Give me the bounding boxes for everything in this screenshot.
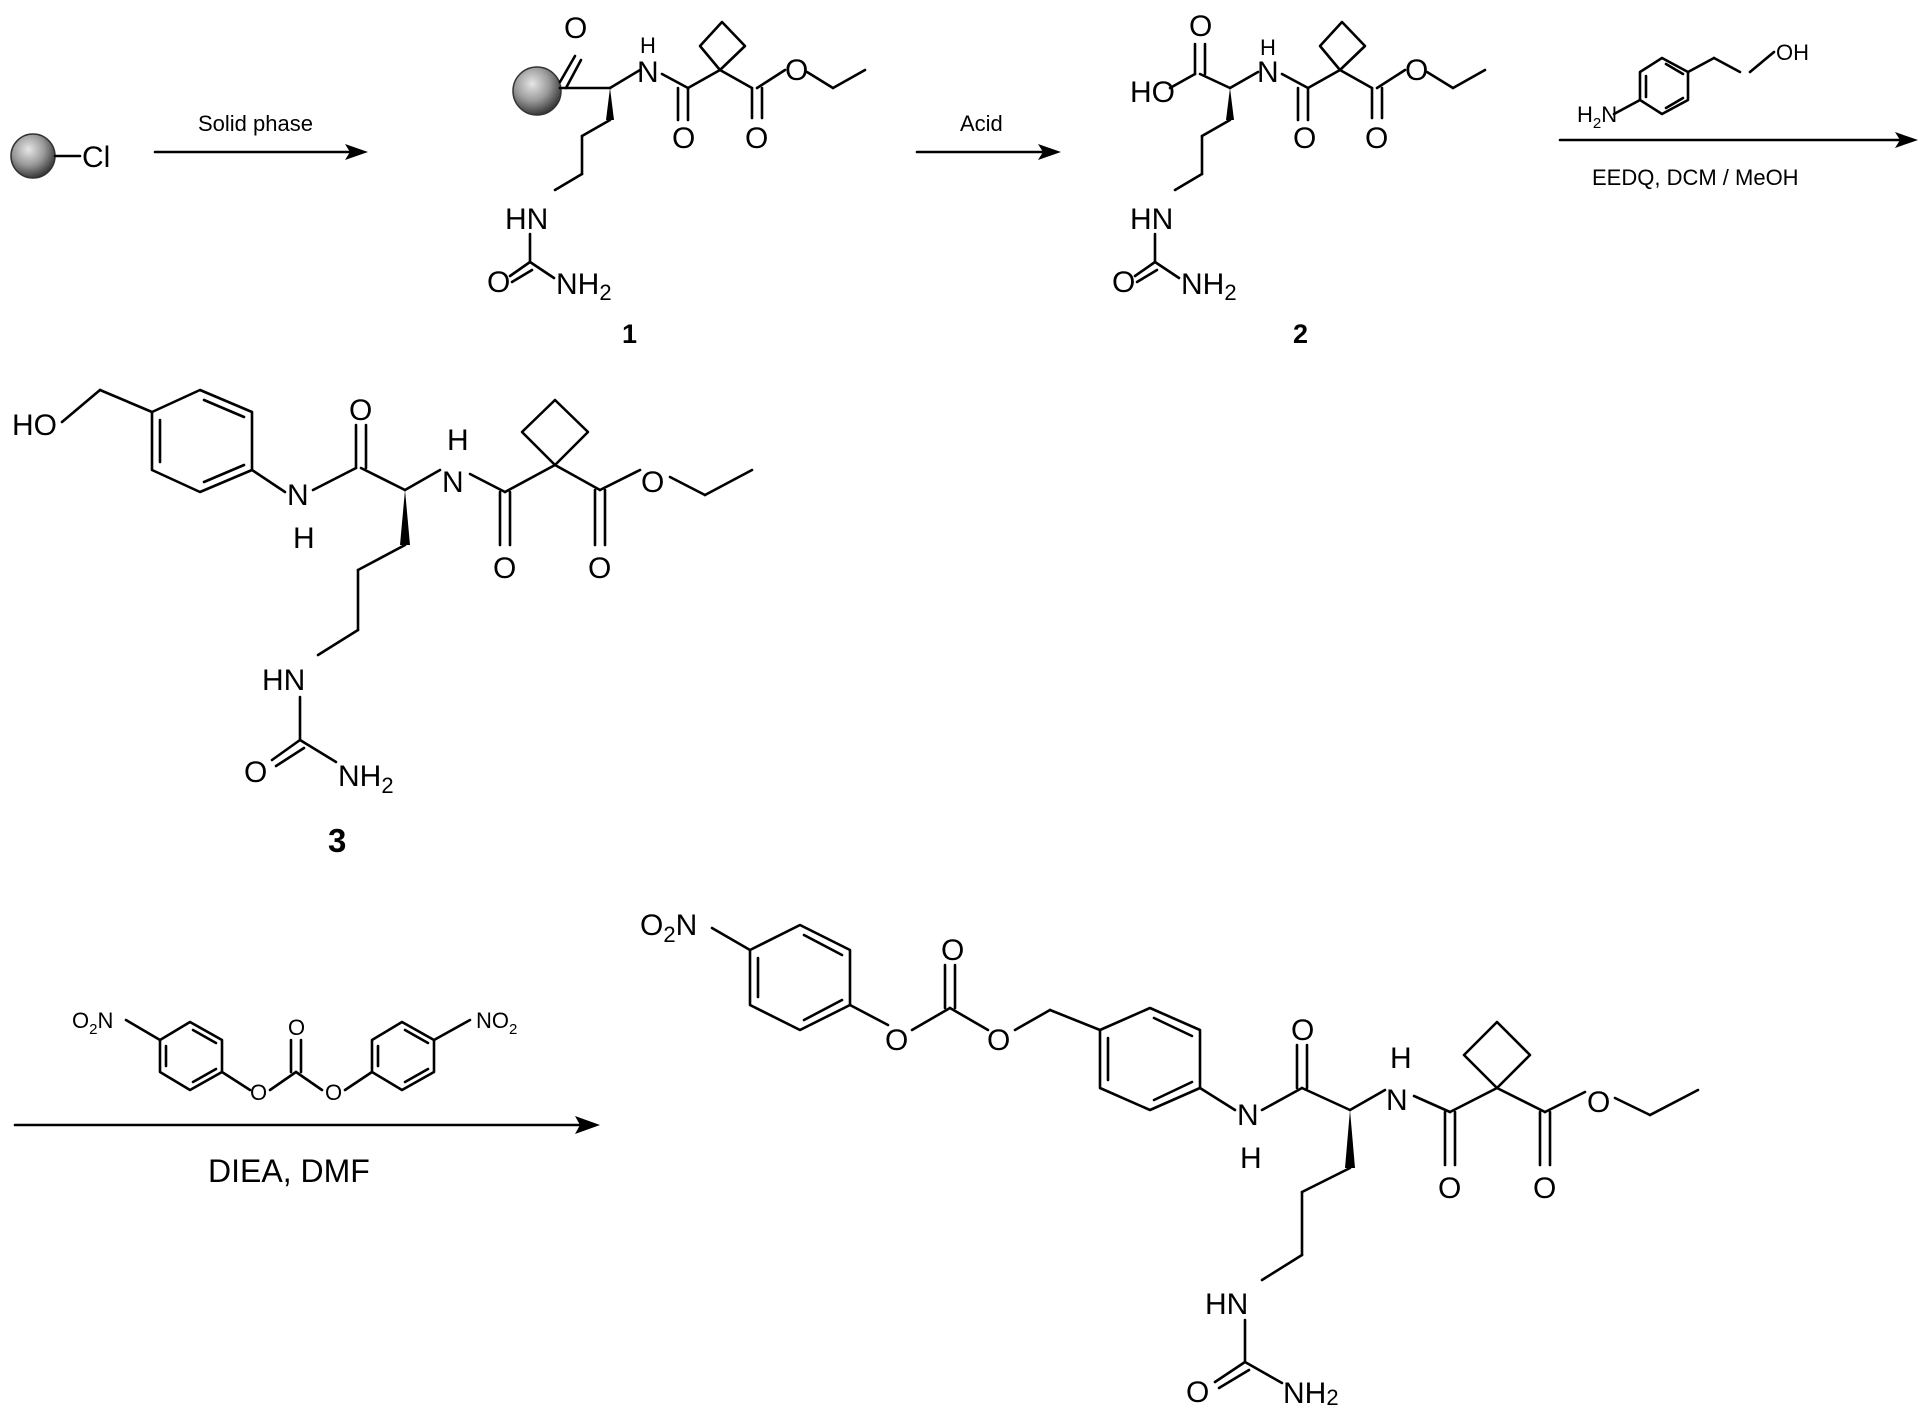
product-ester-oxygen: O (1587, 1086, 1610, 1119)
product-anilide-o: O (1291, 1014, 1314, 1047)
product-carbonate-o1: O (885, 1024, 908, 1057)
resin-bead-icon (513, 67, 561, 115)
product-urea-o: O (1186, 1376, 1209, 1408)
c2-urea-hn: HN (1130, 203, 1173, 236)
c2-acid-o: O (1189, 10, 1212, 43)
c3-benzyl-ho: HO (12, 409, 57, 442)
product-carbonate-o2: O (987, 1024, 1010, 1057)
compound-1-number: 1 (622, 319, 637, 349)
c1-urea-hn: HN (505, 203, 548, 236)
c3-urea-o: O (244, 756, 267, 789)
c3-anilide-h: H (293, 522, 315, 555)
product-structure: O2N O O O N H O H N O (640, 909, 1698, 1408)
c1-nh-h: H (640, 33, 656, 58)
chloride-label: Cl (82, 141, 110, 174)
aminobenzyl-alcohol-reagent: OH H2N (1577, 40, 1809, 132)
c1-urea-o: O (487, 266, 510, 299)
resin-bead-icon (11, 134, 55, 178)
c3-urea-nh2: NH2 (338, 760, 394, 798)
c3-nh-h: H (447, 424, 469, 457)
c1-ester-oxygen: O (785, 54, 808, 87)
product-urea-hn: HN (1205, 1288, 1248, 1321)
compound-3-number: 3 (328, 822, 346, 859)
reagent-oh: OH (1776, 40, 1809, 65)
product-nh-h: H (1390, 1042, 1412, 1075)
c2-acid-ho: HO (1130, 76, 1175, 109)
c2-urea-nh2: NH2 (1181, 268, 1237, 305)
product-o2n: O2N (640, 909, 697, 947)
product-urea-nh2: NH2 (1283, 1377, 1339, 1408)
step2-condition: Acid (960, 111, 1003, 136)
reagent-carbonate-o1: O (250, 1080, 267, 1105)
product-anilide-n: N (1237, 1099, 1259, 1132)
c3-ester-oxygen: O (641, 466, 664, 499)
c3-amide-o: O (493, 552, 516, 585)
c3-ester-o: O (588, 552, 611, 585)
step1-condition: Solid phase (198, 111, 313, 136)
arrow-step-4: O2N O O O NO2 DIEA, DMF (15, 1008, 600, 1189)
c2-ester-o: O (1365, 122, 1388, 155)
reagent-carbonate-o2: O (325, 1080, 342, 1105)
compound-1-structure: O H N O O O HN O NH2 1 (487, 12, 865, 349)
resin-chloride: Cl (11, 134, 110, 178)
step4-condition: DIEA, DMF (208, 1153, 370, 1189)
arrow-step-2: Acid (917, 111, 1061, 160)
c1-amide-o: O (672, 122, 695, 155)
compound-3-structure: HO N H O H N O O O HN (12, 390, 752, 859)
product-carbonate-o-double: O (941, 934, 964, 967)
step3-condition: EEDQ, DCM / MeOH (1592, 165, 1799, 190)
product-amide-o: O (1438, 1172, 1461, 1205)
arrow-step-1: Solid phase (155, 111, 368, 160)
c1-nh-n: N (637, 56, 659, 89)
compound-2-structure: HO O H N O O O HN O NH2 2 (1112, 10, 1485, 349)
c2-ester-oxygen: O (1405, 54, 1428, 87)
reagent-o2n: O2N (72, 1008, 113, 1038)
reagent-carbonate-o-double: O (288, 1015, 305, 1040)
product-anilide-h: H (1240, 1142, 1262, 1175)
c1-carbonyl-o: O (564, 12, 587, 45)
c3-nh-n: N (442, 466, 464, 499)
c2-nh-n: N (1257, 56, 1279, 89)
c1-urea-nh2: NH2 (556, 268, 612, 305)
c2-urea-o: O (1112, 266, 1135, 299)
reagent-h2n: H2N (1577, 102, 1617, 132)
reagent-no2: NO2 (476, 1008, 517, 1038)
arrow-step-3: OH H2N EEDQ, DCM / MeOH (1560, 40, 1918, 190)
c3-anilide-o: O (349, 394, 372, 427)
c3-urea-hn: HN (262, 664, 305, 697)
c2-amide-o: O (1293, 122, 1316, 155)
product-ester-o: O (1533, 1172, 1556, 1205)
c1-ester-o: O (745, 122, 768, 155)
product-nh-n: N (1386, 1084, 1408, 1117)
c3-anilide-n: N (287, 479, 309, 512)
bis-nitrophenyl-carbonate-reagent: O2N O O O NO2 (72, 1008, 517, 1105)
compound-2-number: 2 (1293, 319, 1308, 349)
